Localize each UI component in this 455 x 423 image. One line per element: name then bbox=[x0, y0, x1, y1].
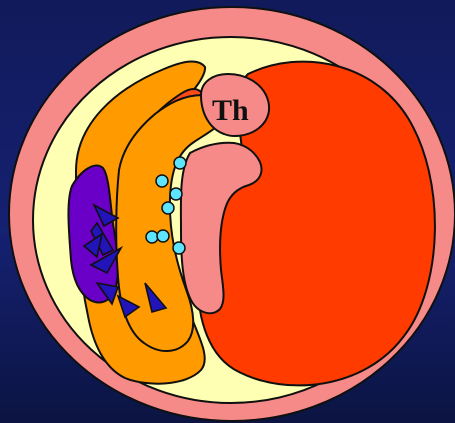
cell-6 bbox=[157, 230, 169, 242]
cell-1 bbox=[174, 157, 186, 169]
cell-7 bbox=[173, 242, 185, 254]
cell-5 bbox=[146, 231, 158, 243]
cell-4 bbox=[162, 202, 174, 214]
thrombus-label: Th bbox=[212, 96, 249, 126]
cell-3 bbox=[170, 188, 182, 200]
cell-2 bbox=[156, 175, 168, 187]
